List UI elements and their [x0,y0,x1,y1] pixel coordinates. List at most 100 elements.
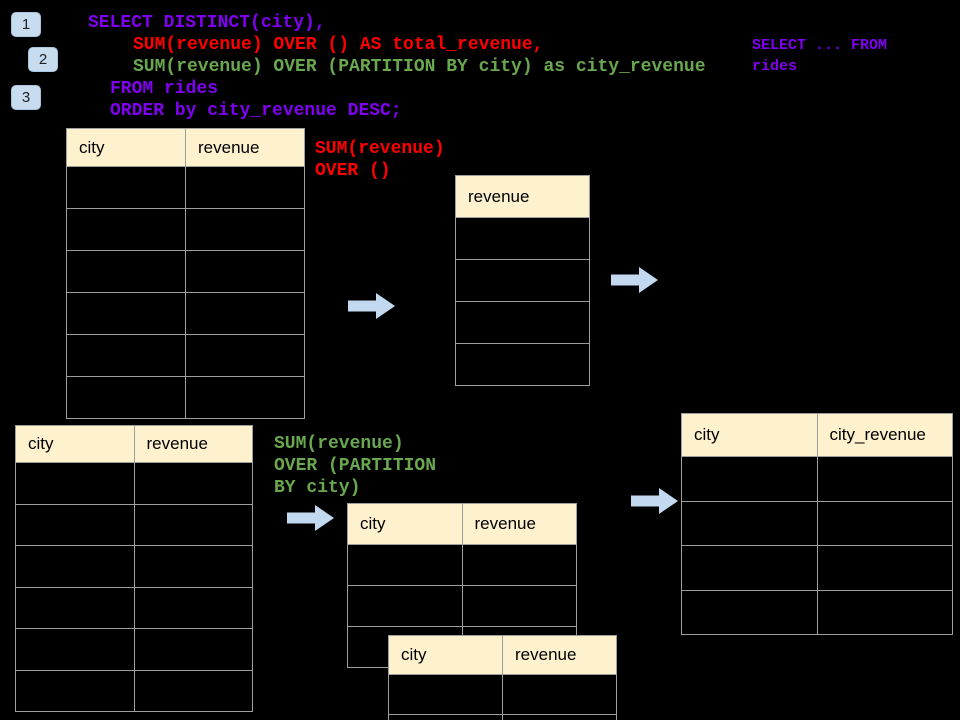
table-row [388,675,617,715]
empty-cell [134,463,253,505]
empty-cell [681,501,818,546]
empty-cell [15,587,135,629]
empty-cell [388,675,503,715]
empty-cell [503,675,617,715]
empty-cell [134,629,253,671]
annotation-total-revenue: SUM(revenue) OVER () [315,139,445,181]
empty-cell [15,670,135,712]
step-badge-2: 2 [28,47,58,72]
empty-cell [455,344,590,386]
empty-cell [66,335,186,377]
column-header: revenue [462,503,577,545]
empty-cell [186,377,305,419]
table-row [347,586,577,627]
empty-cell [681,546,818,591]
arrow-right-icon [611,267,658,293]
sql-line-total-revenue: SUM(revenue) OVER () AS total_revenue, [133,35,544,55]
empty-cell [817,590,953,635]
empty-cell [186,251,305,293]
table-row [681,546,953,591]
column-header: city [681,413,818,457]
table-row [455,302,590,344]
arrow-right-icon [348,293,395,319]
empty-cell [681,590,818,635]
column-header: city [388,635,503,675]
table-row [455,344,590,386]
table-row [66,335,305,377]
step-badge-1: 1 [11,12,41,37]
table-row [681,590,953,635]
column-header: city [66,128,186,167]
empty-cell [134,587,253,629]
table-row [15,629,253,671]
table-row [455,260,590,302]
empty-cell [66,209,186,251]
table-total-revenue-result: revenue [455,175,590,386]
empty-cell [186,293,305,335]
empty-cell [462,545,577,586]
arrow-right-icon [631,488,678,514]
table-row [66,167,305,209]
table-row [66,377,305,419]
empty-cell [15,546,135,588]
empty-cell [503,715,617,720]
table-row [15,670,253,712]
sql-line-order: ORDER by city_revenue DESC; [110,101,402,121]
empty-cell [817,457,953,502]
empty-cell [15,629,135,671]
empty-cell [186,167,305,209]
column-header: revenue [503,635,617,675]
column-header: revenue [455,175,590,218]
step-badge-3: 3 [11,85,41,110]
empty-cell [455,260,590,302]
empty-cell [388,715,503,720]
empty-cell [455,218,590,260]
table-row [66,293,305,335]
side-note-line-1: SELECT ... FROM [752,37,888,54]
empty-cell [66,167,186,209]
empty-cell [817,501,953,546]
empty-cell [462,586,577,627]
column-header: city_revenue [817,413,953,457]
table-header-row: revenue [455,175,590,218]
empty-cell [15,504,135,546]
column-header: revenue [134,425,253,463]
sql-line-from: FROM rides [110,79,219,99]
table-row [681,457,953,502]
empty-cell [817,546,953,591]
table-row [455,218,590,260]
column-header: city [347,503,463,545]
side-note-line-2: rides [752,58,798,75]
empty-cell [347,545,463,586]
table-row [15,463,253,505]
empty-cell [134,504,253,546]
sql-line-partition: SUM(revenue) OVER (PARTITION BY city) as… [133,57,706,77]
empty-cell [66,377,186,419]
empty-cell [455,302,590,344]
table-row [66,251,305,293]
empty-cell [681,457,818,502]
empty-cell [134,670,253,712]
empty-cell [15,463,135,505]
annotation-partition-revenue: SUM(revenue) OVER (PARTITION BY city) [274,434,437,498]
table-row [15,504,253,546]
empty-cell [66,251,186,293]
column-header: revenue [186,128,305,167]
column-header: city [15,425,135,463]
table-row [347,545,577,586]
empty-cell [347,586,463,627]
sql-line-select: SELECT DISTINCT(city), [88,13,326,33]
table-row [15,546,253,588]
side-note-select-from-rides: SELECT ... FROM rides [752,35,887,77]
